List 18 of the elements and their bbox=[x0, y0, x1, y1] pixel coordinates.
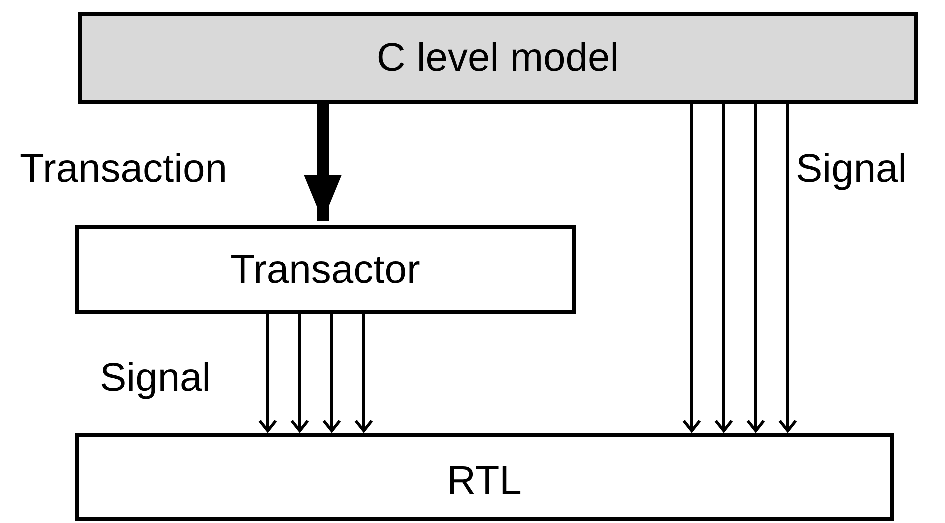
arrow bbox=[290, 314, 310, 432]
model-box bbox=[78, 12, 918, 104]
node-label: RTL bbox=[447, 461, 522, 501]
edge-label: Transaction bbox=[20, 149, 228, 189]
arrow bbox=[778, 104, 798, 432]
arrow bbox=[746, 104, 766, 432]
node-label: C level model bbox=[376, 38, 620, 78]
thick-arrow bbox=[304, 104, 342, 221]
arrow bbox=[322, 314, 342, 432]
arrow bbox=[714, 104, 734, 432]
rtl-box bbox=[75, 433, 894, 521]
edge-label: Signal bbox=[100, 358, 212, 398]
arrow bbox=[354, 314, 374, 432]
node-label: Transactor bbox=[230, 250, 420, 290]
transactor-box bbox=[75, 225, 576, 314]
arrow bbox=[682, 104, 702, 432]
arrow bbox=[258, 314, 278, 432]
edge-label: Signal bbox=[796, 149, 908, 189]
